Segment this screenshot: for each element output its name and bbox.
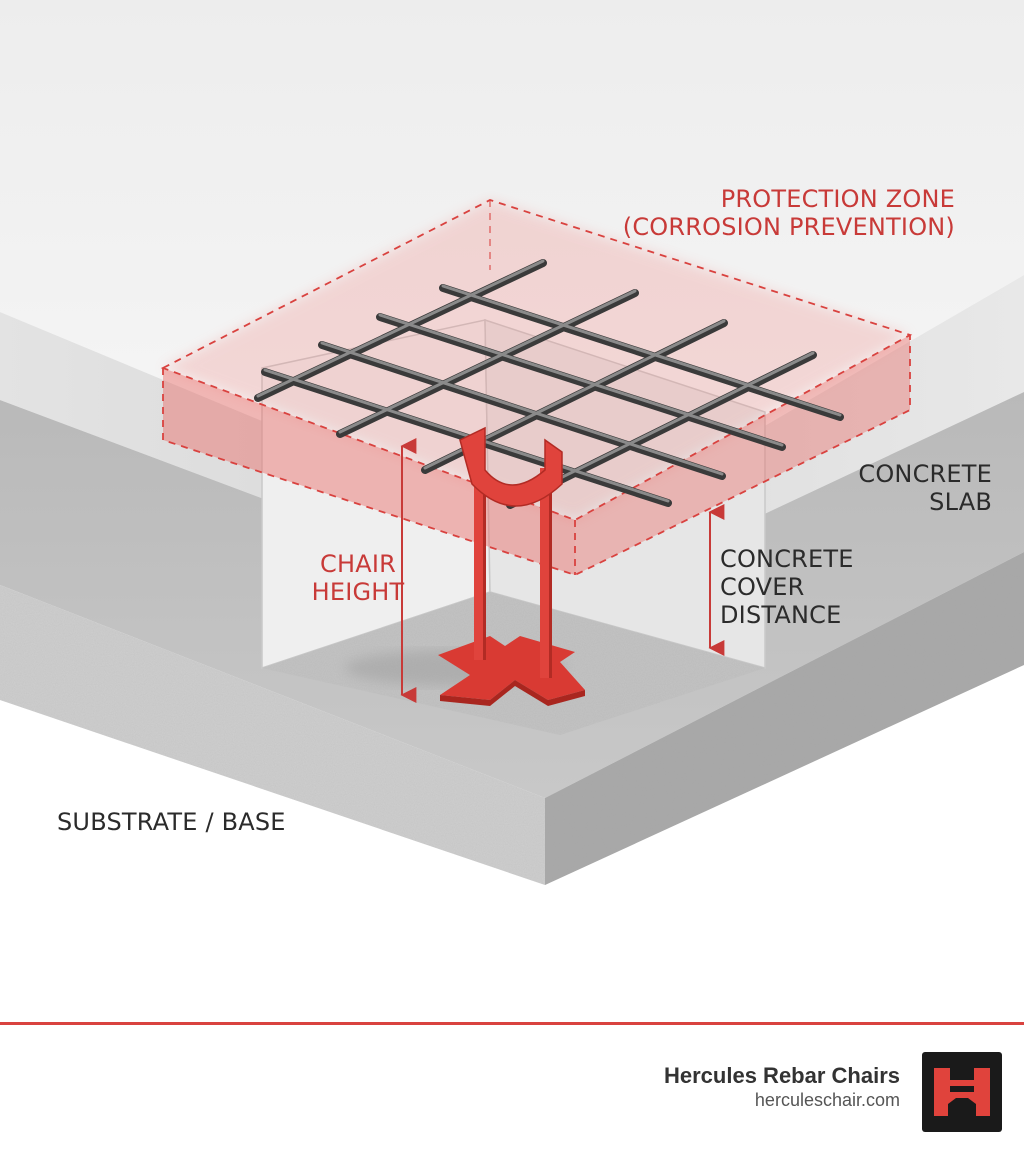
protection-zone-label: PROTECTION ZONE (CORROSION PREVENTION) — [600, 185, 955, 241]
brand-name: Hercules Rebar Chairs — [664, 1063, 900, 1088]
concrete-slab-label-line2: SLAB — [929, 488, 992, 516]
concrete-cover-label-line1: CONCRETE — [720, 545, 854, 573]
protection-zone-label-line1: PROTECTION ZONE — [720, 185, 955, 213]
rebar-mesh — [254, 259, 844, 509]
concrete-slab-label: CONCRETE SLAB — [850, 460, 992, 516]
rebar-chair — [438, 426, 585, 706]
protection-zone-label-line2: (CORROSION PREVENTION) — [622, 213, 955, 241]
rebar-chair-diagram — [0, 0, 1024, 885]
protection-zone-box — [160, 199, 913, 576]
brand-url[interactable]: herculeschair.com — [754, 1090, 900, 1110]
concrete-cover-label-line2: COVER — [720, 573, 805, 601]
concrete-cover-label-line3: DISTANCE — [720, 601, 842, 629]
hercules-logo-icon — [922, 1052, 1002, 1132]
concrete-cover-label: CONCRETE COVER DISTANCE — [720, 545, 870, 629]
chair-height-label: CHAIR HEIGHT — [300, 550, 416, 606]
substrate-label: SUBSTRATE / BASE — [57, 808, 286, 836]
chair-height-label-line2: HEIGHT — [311, 578, 405, 606]
chair-height-label-line1: CHAIR — [320, 550, 396, 578]
footer-divider — [0, 1022, 1024, 1025]
concrete-slab-label-line1: CONCRETE — [858, 460, 992, 488]
